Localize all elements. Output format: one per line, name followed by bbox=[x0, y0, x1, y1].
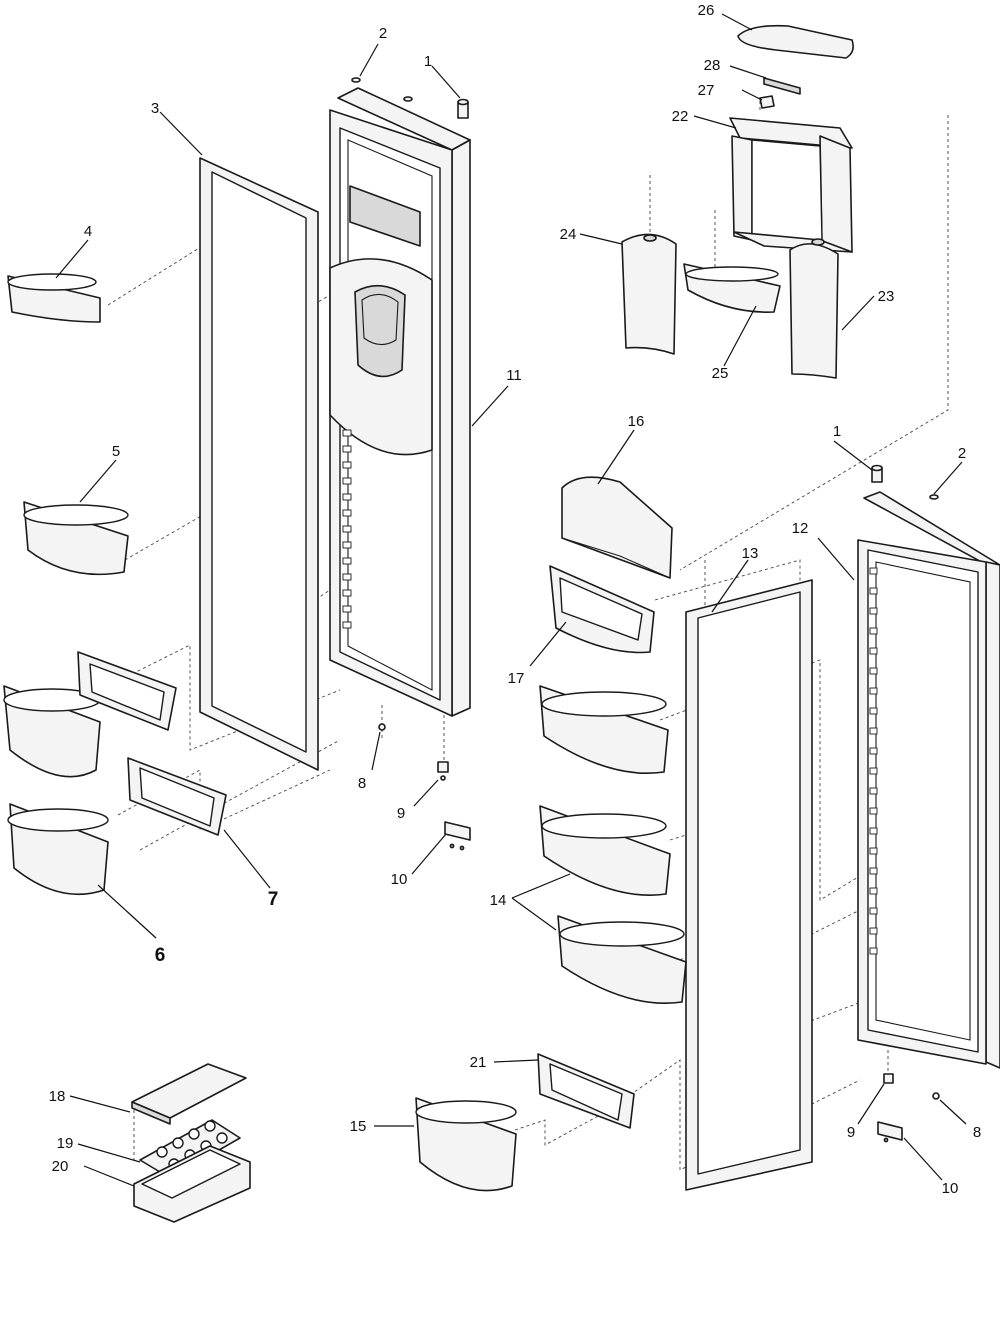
door-bin-tall-left bbox=[3, 685, 101, 778]
tray-25 bbox=[683, 263, 781, 313]
callout-21: 21 bbox=[470, 1054, 487, 1071]
callout-10-left: 10 bbox=[391, 871, 408, 888]
callout-28: 28 bbox=[704, 57, 721, 74]
door-shelf-21 bbox=[537, 1053, 635, 1129]
callout-11: 11 bbox=[506, 367, 522, 384]
callout-1-left: 1 bbox=[424, 53, 432, 70]
callout-9-left: 9 bbox=[397, 805, 405, 822]
callout-8-left: 8 bbox=[358, 775, 366, 792]
callout-14: 14 bbox=[490, 892, 507, 909]
callout-2-left: 2 bbox=[379, 25, 387, 42]
door-gasket-13 bbox=[685, 579, 813, 1191]
bushing-9-left bbox=[437, 761, 449, 781]
callout-20: 20 bbox=[52, 1158, 69, 1175]
callout-1-right: 1 bbox=[833, 423, 841, 440]
callout-18: 18 bbox=[49, 1088, 66, 1105]
callout-3: 3 bbox=[151, 100, 159, 117]
callout-26: 26 bbox=[698, 2, 715, 19]
callout-5: 5 bbox=[112, 443, 120, 460]
door-bin-14-upper bbox=[539, 805, 671, 896]
callout-4: 4 bbox=[84, 223, 92, 240]
bushing-9-right bbox=[883, 1073, 894, 1084]
door-bin-5 bbox=[23, 501, 129, 576]
screw-8-left bbox=[378, 723, 386, 731]
door-bin-upper-right bbox=[539, 685, 669, 775]
refrigerator-door-12 bbox=[857, 491, 1000, 1069]
callout-17: 17 bbox=[508, 670, 525, 687]
door-shelf-17 bbox=[549, 565, 655, 654]
dispenser-housing-22 bbox=[729, 117, 853, 253]
door-gasket-3 bbox=[199, 157, 319, 771]
callout-22: 22 bbox=[672, 108, 689, 125]
refrigerator-door-ladder bbox=[869, 567, 878, 955]
ice-bin-20 bbox=[133, 1145, 251, 1223]
callout-19: 19 bbox=[57, 1135, 74, 1152]
callout-13: 13 bbox=[742, 545, 759, 562]
callout-8-right: 8 bbox=[973, 1124, 981, 1141]
door-bin-6 bbox=[7, 803, 109, 896]
door-bin-4 bbox=[7, 273, 101, 323]
callout-7: 7 bbox=[268, 889, 279, 910]
screw-2-left bbox=[351, 77, 413, 102]
cover-26 bbox=[737, 24, 854, 59]
callout-27: 27 bbox=[698, 82, 715, 99]
callout-6: 6 bbox=[155, 945, 166, 966]
door-panel-24 bbox=[621, 233, 677, 355]
lamp-28 bbox=[763, 77, 801, 95]
door-shelf-small bbox=[77, 651, 177, 731]
ice-cover-18 bbox=[131, 1063, 247, 1125]
door-shelf-7 bbox=[127, 757, 227, 836]
hinge-bracket-10-right bbox=[877, 1121, 903, 1143]
callout-2-right: 2 bbox=[958, 445, 966, 462]
callout-23: 23 bbox=[878, 288, 895, 305]
freezer-door-11 bbox=[329, 87, 471, 717]
callout-25: 25 bbox=[712, 365, 729, 382]
door-bin-14-lower bbox=[557, 915, 687, 1005]
hinge-bracket-10-left bbox=[444, 821, 471, 851]
hinge-pin-1-left bbox=[457, 98, 469, 119]
callout-9-right: 9 bbox=[847, 1124, 855, 1141]
callout-15: 15 bbox=[350, 1118, 367, 1135]
door-shelf-ladder bbox=[342, 429, 352, 629]
screw-8-right bbox=[932, 1092, 940, 1100]
callout-24: 24 bbox=[560, 226, 577, 243]
leader-lines bbox=[55, 13, 967, 1187]
door-bin-15 bbox=[415, 1097, 517, 1192]
callout-12: 12 bbox=[792, 520, 809, 537]
callout-16: 16 bbox=[628, 413, 645, 430]
screw-2-right bbox=[929, 494, 939, 500]
callout-labels: 1 2 3 4 5 6 7 8 9 10 11 12 13 14 15 16 1… bbox=[49, 2, 982, 1197]
hinge-pin-1-right bbox=[871, 464, 883, 483]
egg-tray-19 bbox=[139, 1119, 241, 1179]
dairy-compartment-16 bbox=[561, 476, 673, 579]
socket-27 bbox=[759, 95, 775, 109]
door-panel-23 bbox=[789, 238, 839, 379]
callout-10-right: 10 bbox=[942, 1180, 959, 1197]
